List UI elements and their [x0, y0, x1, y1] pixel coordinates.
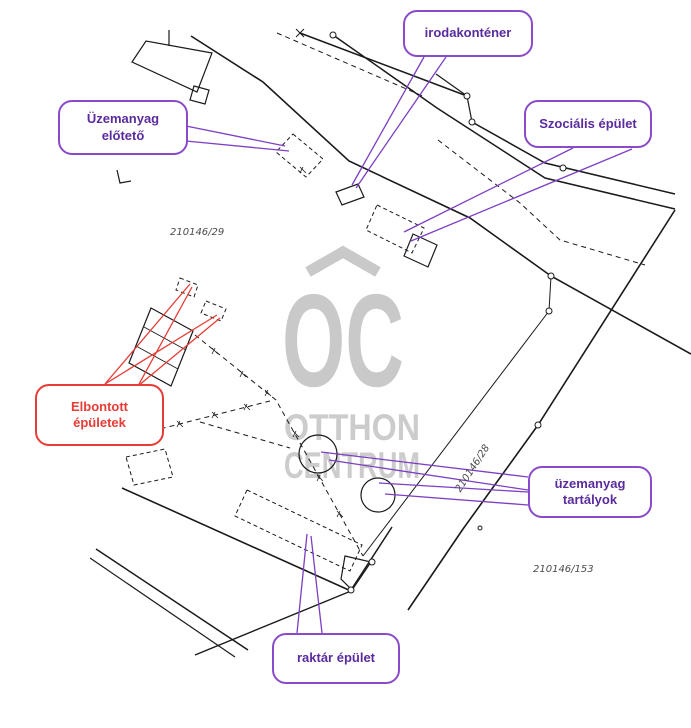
callout-raktar-epulet-label: raktár épület	[296, 650, 376, 666]
demolished-rect-2	[200, 300, 227, 322]
structure-corner	[340, 555, 372, 591]
building-demolished-main	[128, 307, 194, 387]
callout-uzemanyag-tartalyok-label: üzemanyag tartályok	[554, 475, 626, 507]
callout-szocialis-epulet-label: Szociális épület	[539, 115, 637, 131]
callout-uzemanyag-tartalyok: üzemanyag tartályok	[528, 466, 652, 518]
callout-raktar-epulet: raktár épület	[272, 633, 400, 684]
buildings-dashed	[125, 133, 425, 572]
parcel-number-210146-29: 210146/29	[170, 227, 224, 238]
building-szocialis-dashed	[365, 204, 425, 254]
building-szocialis-solid	[403, 233, 438, 268]
callout-szocialis-epulet: Szociális épület	[524, 100, 652, 148]
callout-elbontott-epuletek-label: Elbontott épületek	[70, 398, 129, 430]
watermark-oc: OC	[282, 267, 404, 414]
survey-points	[329, 31, 567, 594]
callout-uzemanyag-eloteto-label: Üzemanyag előtető	[86, 111, 160, 143]
dashed-lines	[151, 32, 646, 557]
demolished-rect-1	[175, 277, 199, 298]
demolished-rect-3	[125, 448, 174, 486]
watermark-logo: OC OTTHON CENTRUM	[282, 245, 420, 486]
callout-elbontott-epuletek: Elbontott épületek	[35, 384, 164, 446]
callout-irodakontener: irodakonténer	[403, 10, 533, 57]
annotation-callout-lines	[185, 56, 633, 634]
watermark-centrum: CENTRUM	[284, 445, 420, 486]
building-uzemanyag-eloteto	[275, 133, 324, 178]
building-raktar	[234, 489, 363, 572]
building-top-left	[131, 40, 213, 93]
callout-uzemanyag-eloteto: Üzemanyag előtető	[58, 100, 188, 155]
watermark-otthon: OTTHON	[284, 407, 420, 448]
callout-irodakontener-label: irodakonténer	[424, 25, 512, 41]
demolition-callout-lines	[104, 283, 221, 387]
survey-ticks	[176, 166, 344, 518]
parcel-number-210146-153: 210146/153	[533, 564, 594, 575]
building-irodakontener	[335, 183, 365, 206]
